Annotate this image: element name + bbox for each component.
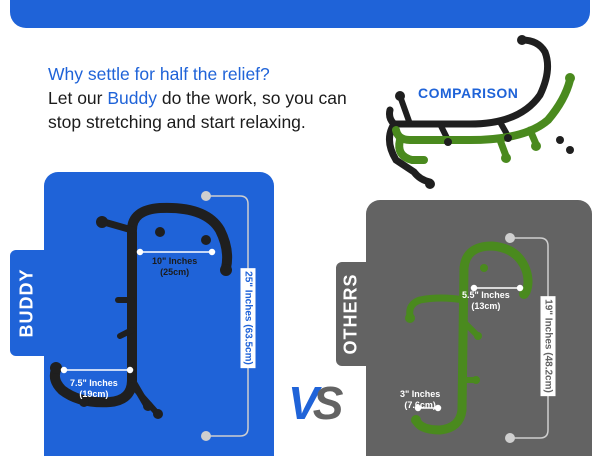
buddy-bottom-width-cm: (19cm) <box>79 389 109 399</box>
headline-brand: Buddy <box>107 88 157 108</box>
buddy-label-tab: BUDDY <box>10 250 44 356</box>
others-bottom-width-cm: (7.6cm) <box>404 400 436 410</box>
buddy-top-width: 10" Inches (25cm) <box>152 256 197 278</box>
others-bottom-width-in: 3" Inches <box>400 389 441 399</box>
others-top-width-in: 5.5" Inches <box>462 290 510 300</box>
buddy-top-width-in: 10" Inches <box>152 256 198 266</box>
buddy-bottom-width-in: 7.5" Inches <box>70 378 118 388</box>
top-banner <box>10 0 590 28</box>
headline-question: Why settle for half the relief? <box>48 64 270 84</box>
headline: Why settle for half the relief? Let our … <box>48 62 348 134</box>
others-height: 19" Inches (48.2cm) <box>540 296 556 396</box>
vs-letter-v: V <box>288 377 319 429</box>
buddy-top-width-cm: (25cm) <box>160 267 190 277</box>
vs-logo: VS <box>288 377 344 429</box>
vs-letter-s: S <box>312 377 344 429</box>
others-top-width: 5.5" Inches (13cm) <box>462 290 510 312</box>
headline-suffix: do the work, so you can stop stretching … <box>48 88 347 132</box>
buddy-bottom-width: 7.5" Inches (19cm) <box>70 378 118 400</box>
headline-prefix: Let our <box>48 88 108 108</box>
comparison-label: COMPARISON <box>418 85 519 101</box>
others-top-width-cm: (13cm) <box>471 301 501 311</box>
buddy-panel <box>44 172 274 456</box>
others-label-tab: OTHERS <box>336 262 366 366</box>
others-bottom-width: 3" Inches (7.6cm) <box>400 389 440 411</box>
